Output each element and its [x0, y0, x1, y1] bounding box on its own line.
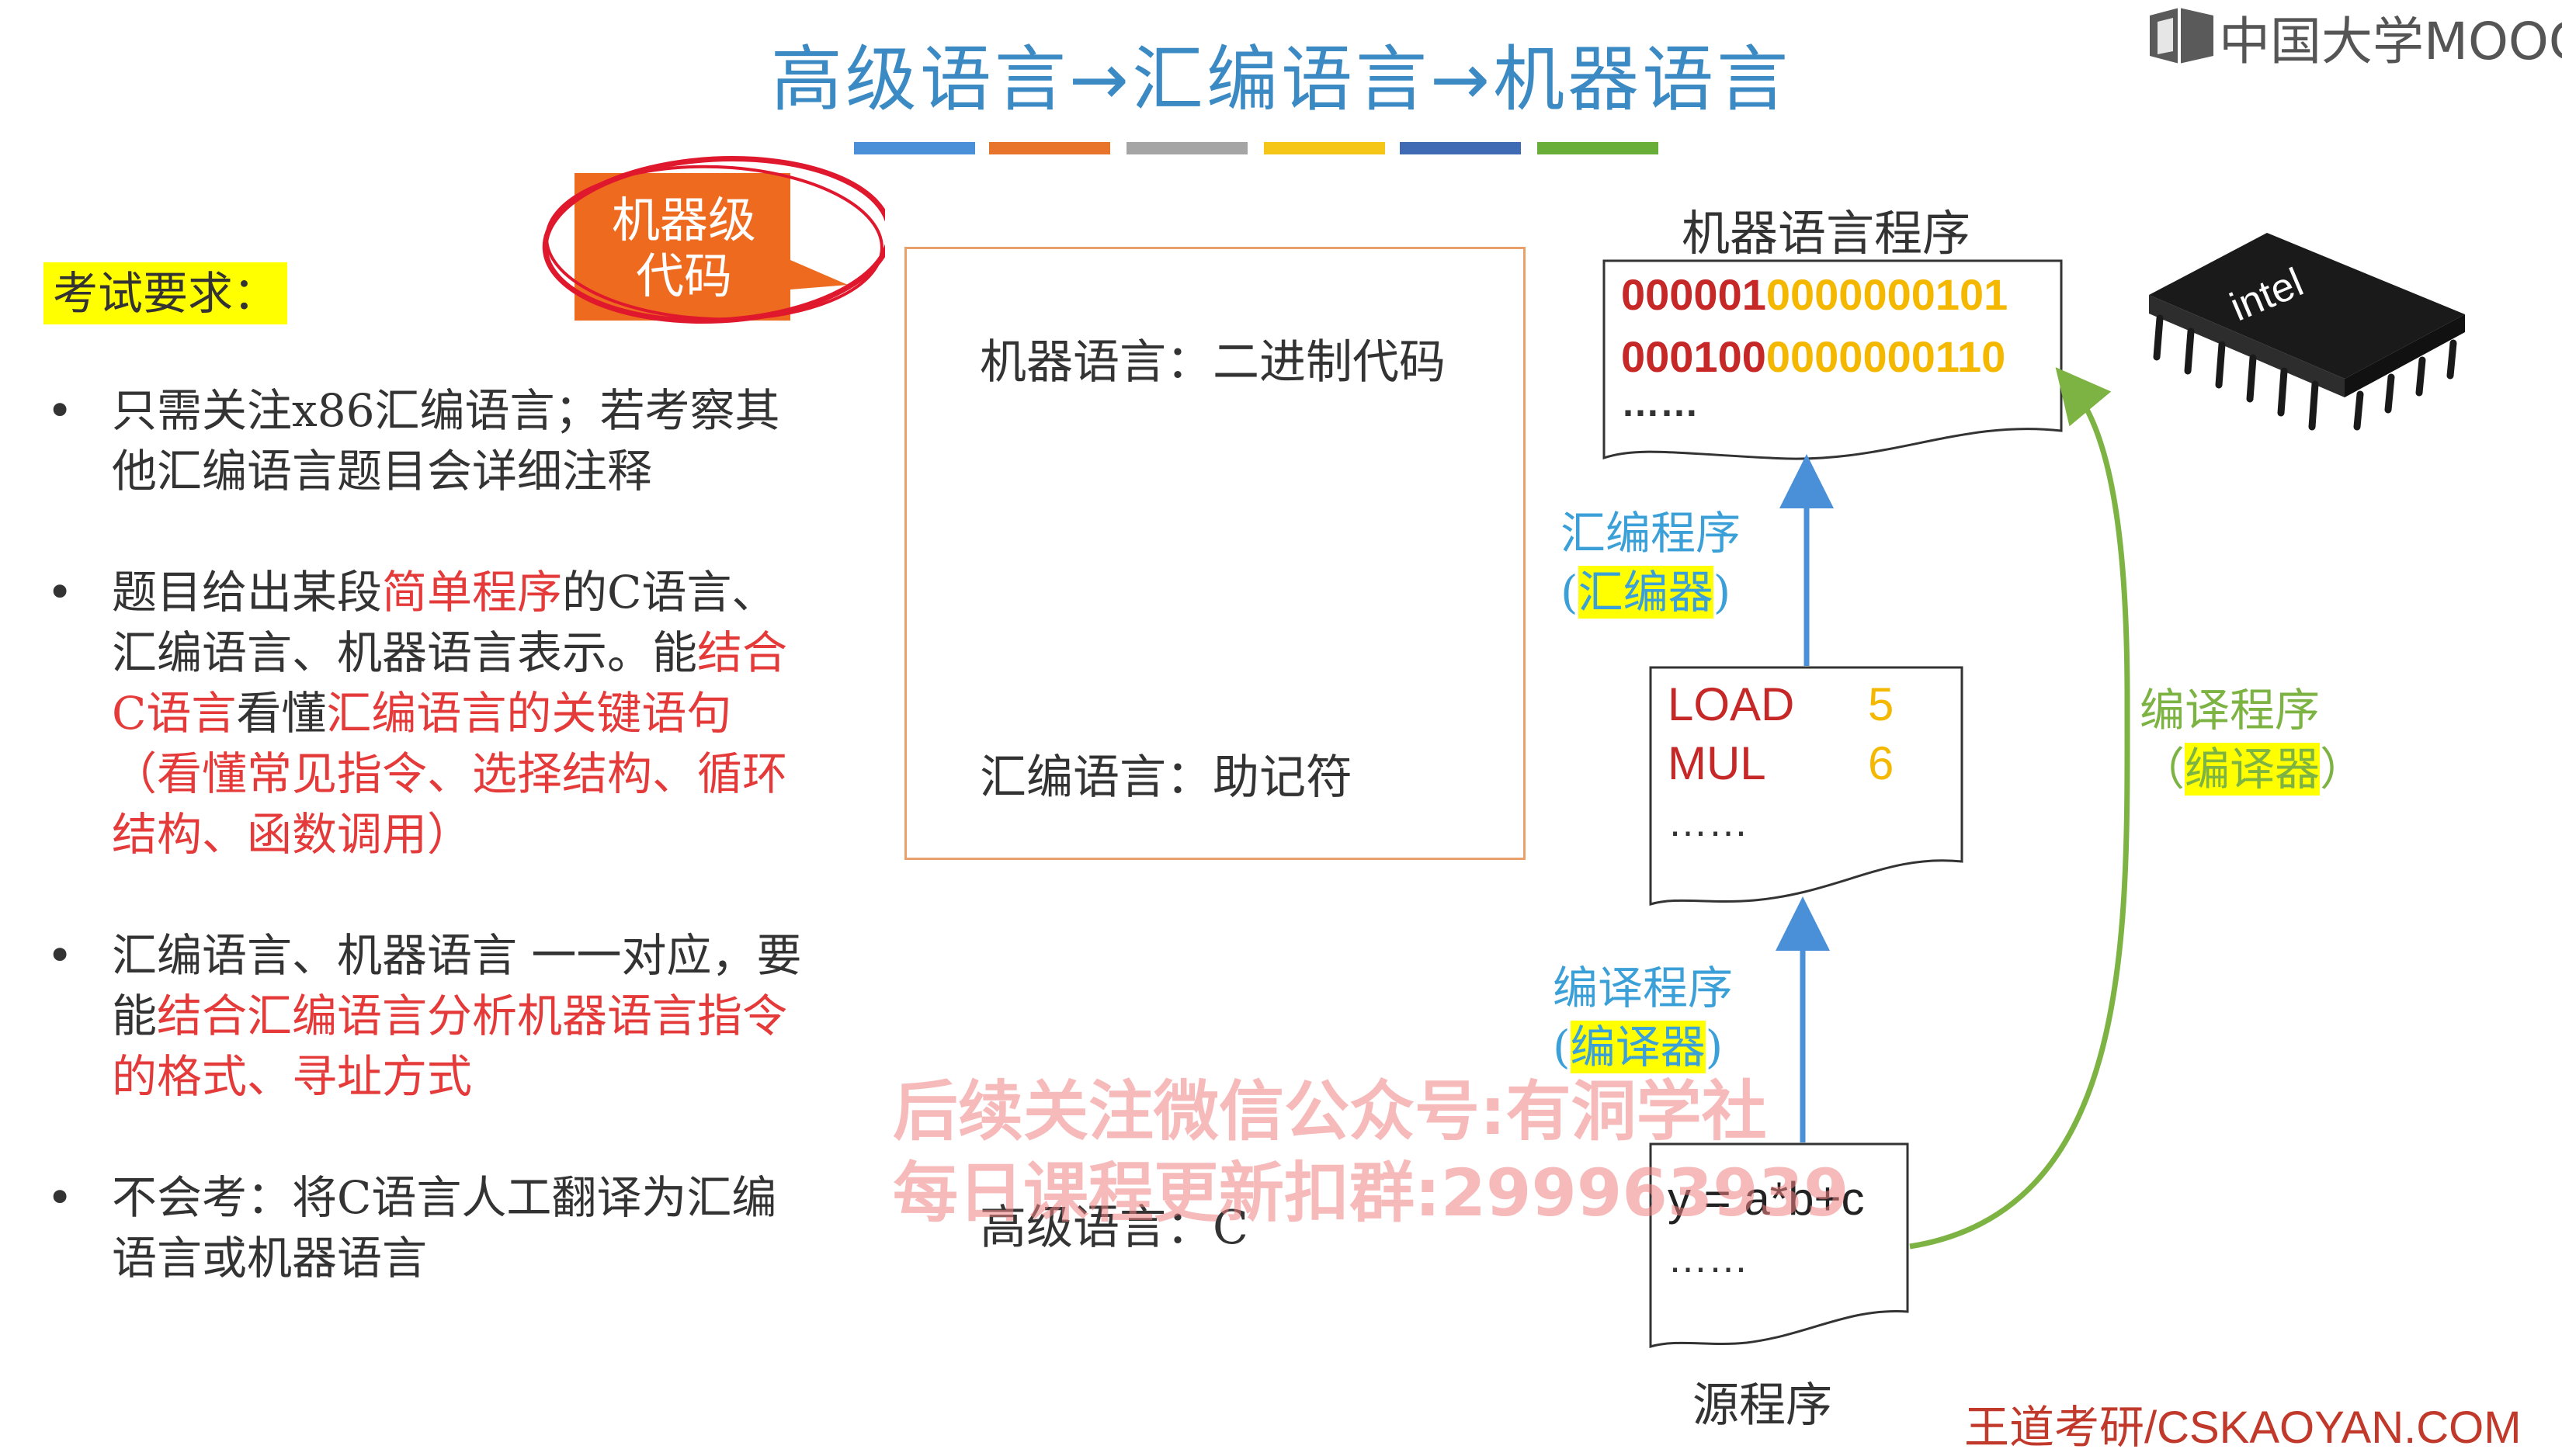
- bullet-dot-icon: •: [47, 929, 74, 982]
- direct-compiler-tool-name: 编译器: [2185, 743, 2321, 796]
- source-program-code: y = a*b+c: [1668, 1173, 1865, 1225]
- assembler-program-label: 汇编程序: [1560, 507, 1741, 560]
- direct-compiler-program-label: 编译程序: [2140, 684, 2321, 737]
- source-program-caption: 源程序: [1692, 1378, 1832, 1433]
- requirement-item: • 汇编语言、机器语言 一一对应，要能结合汇编语言分析机器语言指令的格式、寻址方式: [39, 925, 815, 1107]
- title-stripe: [1127, 142, 1248, 154]
- compiler-tool-label: (编译器): [1553, 1018, 1723, 1076]
- requirement-item: • 题目给出某段简单程序的C语言、汇编语言、机器语言表示。能结合C语言看懂汇编语言…: [39, 562, 815, 865]
- machine-code-callout: [542, 155, 885, 324]
- bullet-dot-icon: •: [47, 566, 74, 619]
- requirement-highlight: 结合C语言: [112, 626, 788, 740]
- compilation-flow-diagram: [1602, 233, 2465, 1349]
- direct-compiler-arrow: [1909, 367, 2130, 1250]
- requirement-text: 只需关注x86汇编语言；若考察其他汇编语言题目会详细注释: [112, 384, 780, 497]
- requirement-highlight: 结合汇编语言分析机器语言指令的格式、寻址方式: [112, 990, 788, 1103]
- panel-assembly-language: 汇编语言：助记符: [980, 751, 1352, 805]
- compiler-tool-name: 编译器: [1570, 1021, 1706, 1073]
- panel-high-level-language: 高级语言：C: [980, 1201, 1248, 1255]
- title-stripe: [1400, 142, 1521, 154]
- requirement-item: • 不会考：将C语言人工翻译为汇编语言或机器语言: [39, 1167, 815, 1288]
- machine-code-operand: 0000000110: [1765, 332, 2006, 381]
- assembly-program-ellipsis: ……: [1668, 800, 1748, 845]
- assembly-mnemonic: LOAD: [1668, 678, 1795, 730]
- title-stripe: [989, 142, 1110, 154]
- requirement-highlight: 汇编语言的关键语句（看懂常见指令、选择结构、循环结构、函数调用）: [112, 687, 788, 861]
- assembler-tool-label: (汇编器): [1560, 563, 1731, 621]
- watermark-line-2: 每日课程更新扣群:299963939: [893, 1155, 1849, 1231]
- title-stripe: [1264, 142, 1385, 154]
- requirement-highlight: 简单程序: [382, 566, 563, 619]
- assembly-operand: 5: [1868, 678, 1894, 730]
- bullet-dot-icon: •: [47, 384, 74, 437]
- machine-code-opcode: 000001: [1621, 270, 1766, 319]
- requirement-text: 不会考：将C语言人工翻译为汇编语言或机器语言: [112, 1171, 777, 1284]
- requirement-text: 的C语言、汇编语言、机器语言表示。能: [112, 566, 777, 679]
- compiler-paren-open: (: [1553, 1021, 1571, 1073]
- panel-machine-language: 机器语言：二进制代码: [980, 335, 1446, 390]
- machine-code-line: 0000010000000101: [1621, 264, 2008, 326]
- exam-requirements-label: 考试要求：: [43, 262, 288, 324]
- assembly-operand: 6: [1868, 737, 1894, 789]
- machine-program-heading: 机器语言程序: [1682, 205, 1971, 262]
- mooc-logo-icon: [2150, 8, 2213, 64]
- assembly-line: LOAD 5: [1668, 675, 1894, 734]
- machine-code-line: 0001000000000110: [1621, 326, 2008, 388]
- machine-program-ellipsis: ……: [1621, 381, 1699, 425]
- requirement-text: 汇编语言、机器语言 一一对应，要能: [112, 929, 802, 1042]
- requirement-item: • 只需关注x86汇编语言；若考察其他汇编语言题目会详细注释: [39, 380, 815, 501]
- direct-compiler-paren-open: （: [2140, 743, 2185, 796]
- assembler-paren-close: ): [1713, 566, 1731, 619]
- machine-code-opcode: 000100: [1621, 332, 1766, 381]
- assembly-program-document: [1649, 666, 1963, 907]
- requirement-text: 题目给出某段: [112, 566, 383, 619]
- machine-code-operand: 0000000101: [1765, 270, 2008, 319]
- machine-code-callout-text: 机器级 代码: [611, 192, 756, 304]
- mooc-logo-text: 中国大学MOOC: [2219, 12, 2562, 71]
- title-stripe: [854, 142, 975, 154]
- page-title: 高级语言→汇编语言→机器语言: [770, 38, 1792, 121]
- direct-compiler-tool-label: （编译器）: [2140, 740, 2365, 798]
- intel-chip-icon: [2149, 233, 2465, 431]
- assembly-line: MUL 6: [1668, 734, 1894, 793]
- assembler-tool-name: 汇编器: [1578, 566, 1713, 619]
- compiler-program-label: 编译程序: [1553, 962, 1734, 1014]
- watermark-line-1: 后续关注微信公众号:有洞学社: [893, 1073, 1767, 1149]
- footer-brand: 王道考研/CSKAOYAN.COM: [1964, 1402, 2522, 1453]
- exam-requirements-list: • 只需关注x86汇编语言；若考察其他汇编语言题目会详细注释 • 题目给出某段简单程序…: [39, 380, 815, 1349]
- bullet-dot-icon: •: [47, 1171, 74, 1224]
- language-levels-panel: [904, 247, 1526, 860]
- assembler-paren-open: (: [1560, 566, 1578, 619]
- direct-compiler-paren-close: ）: [2320, 743, 2366, 796]
- source-program-ellipsis: ……: [1668, 1236, 1748, 1281]
- requirement-text: 看懂: [236, 687, 327, 740]
- title-stripe: [1537, 142, 1658, 154]
- assembly-mnemonic: MUL: [1668, 737, 1766, 789]
- compiler-paren-close: ): [1705, 1021, 1724, 1073]
- source-program-document: [1649, 1142, 1909, 1349]
